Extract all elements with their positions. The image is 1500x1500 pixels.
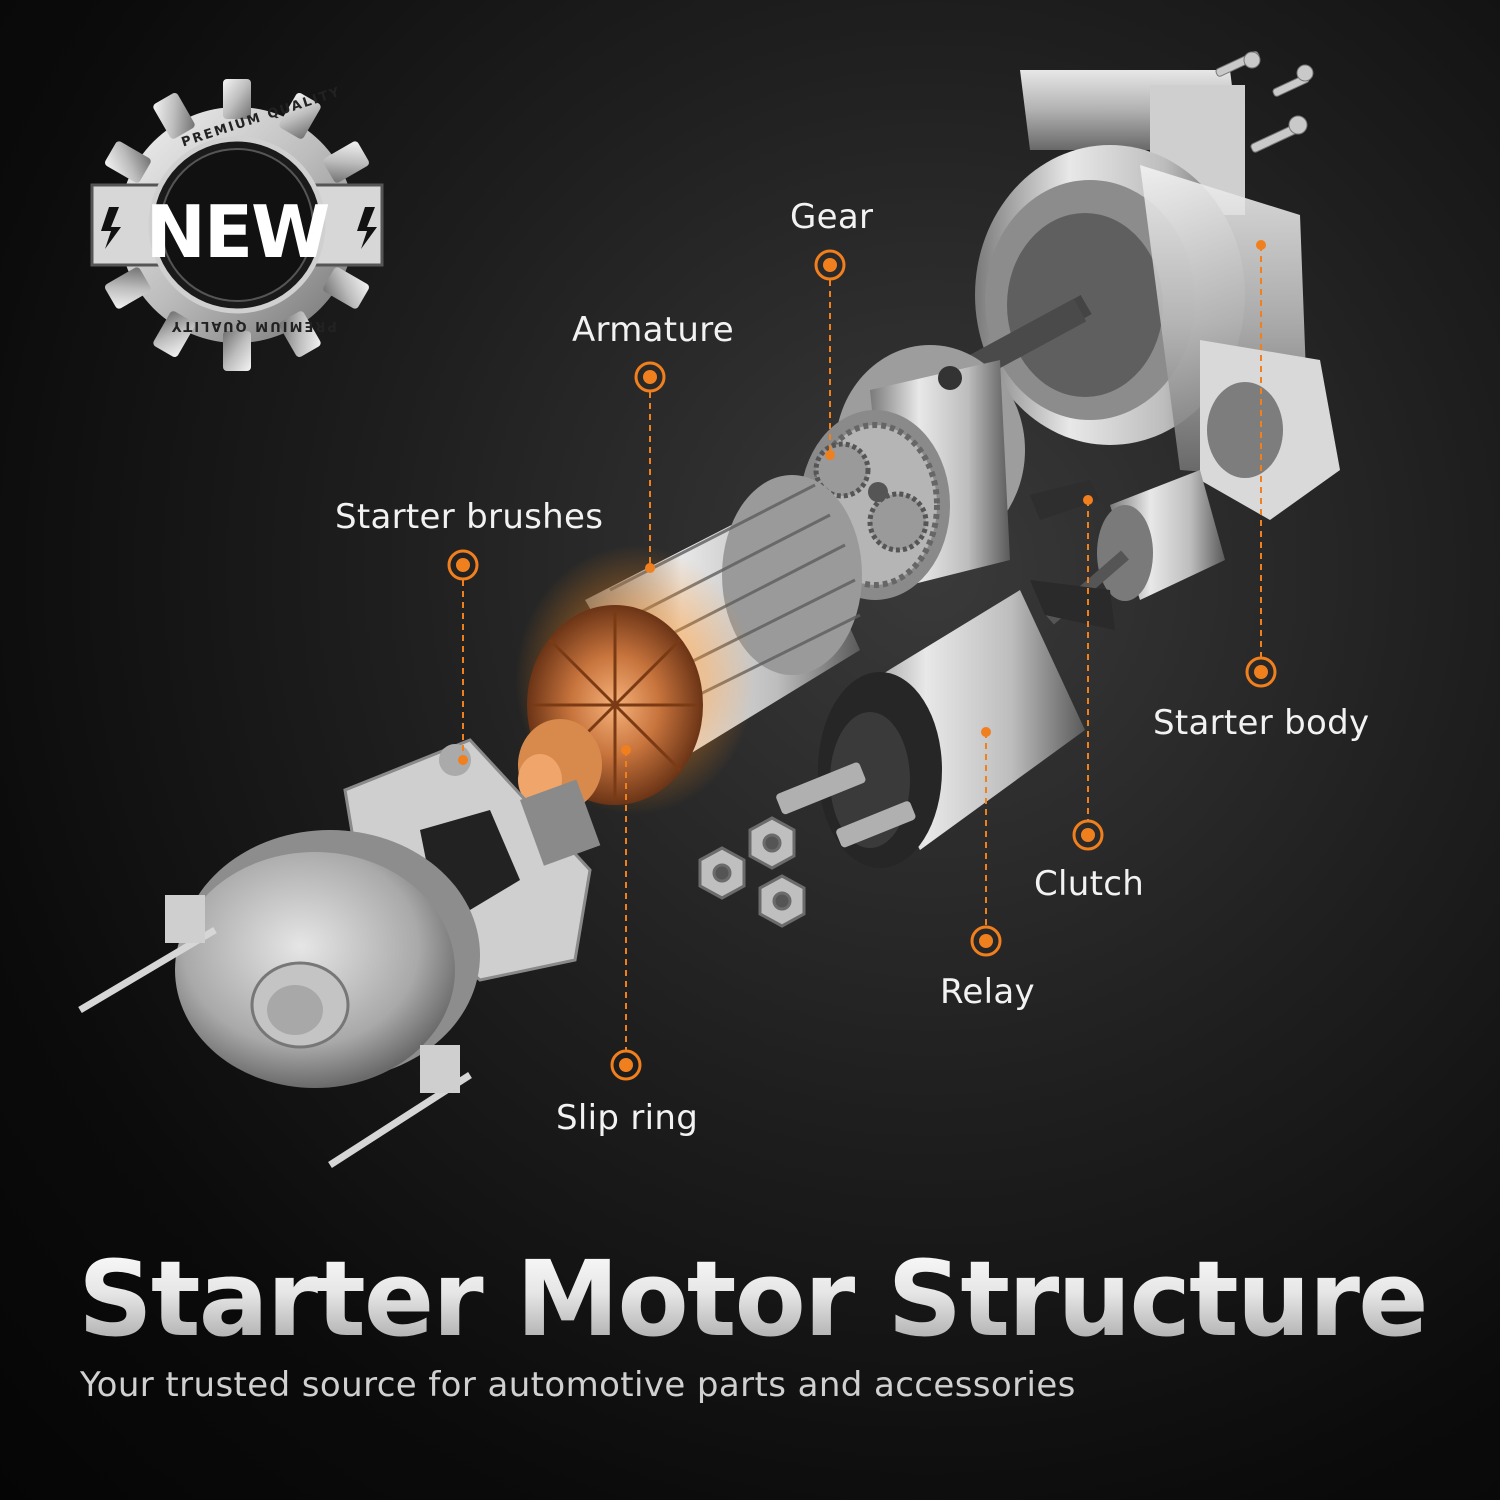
relay-marker <box>970 727 1002 957</box>
starter-body-marker <box>1245 240 1277 688</box>
callout-label-starter-brushes: Starter brushes <box>335 497 604 537</box>
callout-label-armature: Armature <box>572 310 735 350</box>
callout-leaders <box>462 245 1262 1050</box>
badge-word: NEW <box>145 190 331 274</box>
starter-body-part <box>975 51 1340 520</box>
end-cap-part <box>78 830 480 1168</box>
gear-marker <box>814 249 846 460</box>
starter-brushes-marker <box>447 549 479 765</box>
armature-marker <box>634 361 666 573</box>
clutch-marker <box>1072 495 1104 851</box>
gear-badge-icon <box>90 79 384 371</box>
badge-ring-text-bottom: PREMIUM QUALITY <box>170 318 337 333</box>
nuts <box>698 816 806 928</box>
tagline: Your trusted source for automotive parts… <box>80 1365 1076 1405</box>
callout-label-starter-body: Starter body <box>1153 703 1370 743</box>
relay-part <box>776 590 1085 868</box>
new-premium-quality-badge: NEW PREMIUM QUALITY PREMIUM QUALITY <box>90 78 384 372</box>
clutch-part <box>1030 470 1225 630</box>
page-title: Starter Motor Structure <box>78 1238 1429 1360</box>
armature-part <box>515 475 862 815</box>
callout-label-gear: Gear <box>790 197 874 237</box>
slip-ring-marker <box>610 745 642 1081</box>
callout-label-relay: Relay <box>940 972 1035 1012</box>
callout-label-clutch: Clutch <box>1034 864 1145 904</box>
callout-markers <box>447 240 1277 1081</box>
callout-label-slip-ring: Slip ring <box>556 1098 699 1138</box>
